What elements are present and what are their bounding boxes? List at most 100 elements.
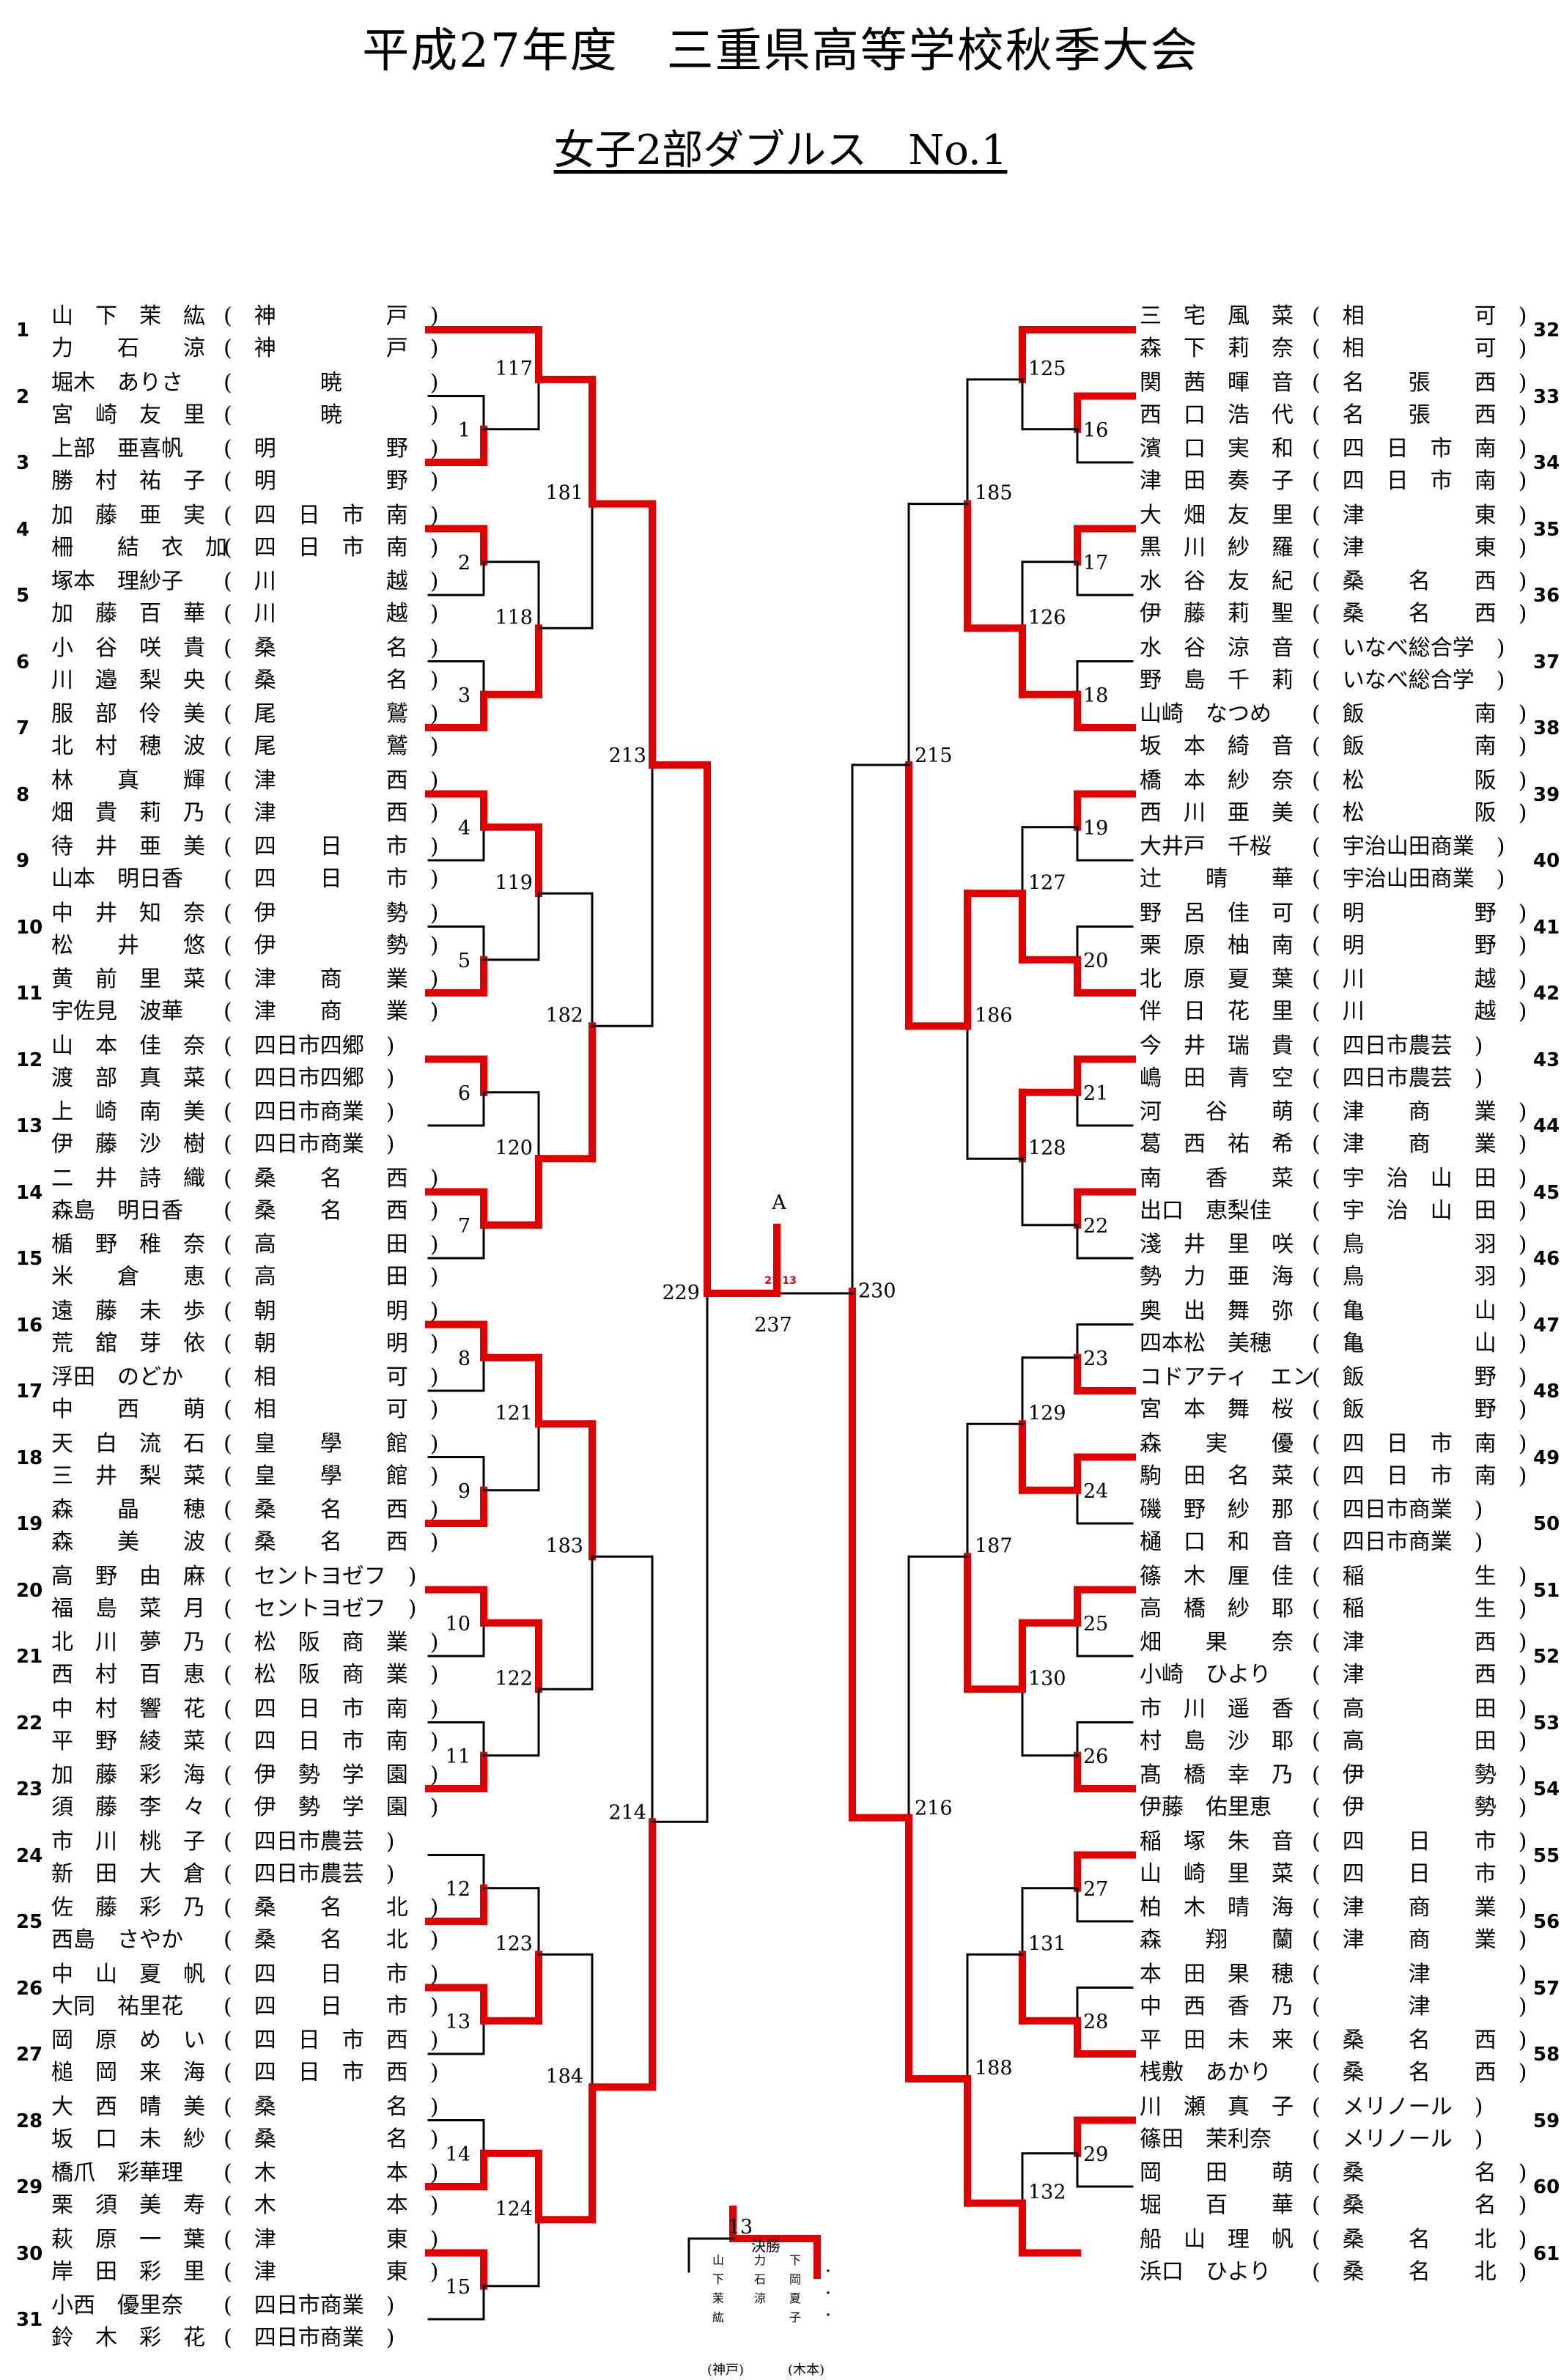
player-name: 篠田 茉利奈 xyxy=(1140,2126,1272,2152)
player-name: 市 川 遥 香 xyxy=(1140,1696,1294,1722)
entry-number: 21 xyxy=(16,1646,43,1668)
player-name: 樋 口 和 音 xyxy=(1140,1529,1294,1555)
player-school: ( 桑 名 北 ) xyxy=(224,1927,439,1953)
match-number: 4 xyxy=(458,817,470,840)
match-number: 131 xyxy=(1028,1932,1066,1955)
legend-dot: ・ xyxy=(822,2308,834,2322)
entry-number: 30 xyxy=(16,2242,43,2265)
entry-number: 17 xyxy=(16,1381,43,1402)
player-school: ( メリノール ) xyxy=(1312,2093,1483,2120)
entry-number: 3 xyxy=(16,452,30,474)
player-school: ( 伊 勢 ) xyxy=(224,932,439,958)
match-number: 128 xyxy=(1028,1137,1066,1159)
player-name: 天 白 流 石 xyxy=(51,1430,205,1457)
entry-number: 24 xyxy=(16,1844,43,1867)
player-name: 野 呂 佳 可 xyxy=(1140,900,1294,926)
player-school: ( 津 ) xyxy=(1312,1961,1527,1987)
player-school: ( 明 野 ) xyxy=(224,436,439,462)
player-school: ( 宇治山田商業 ) xyxy=(1312,866,1505,892)
match-number: 122 xyxy=(495,1667,533,1690)
player-name: 三 宅 風 菜 xyxy=(1140,303,1294,329)
player-name: 中 井 知 奈 xyxy=(51,900,205,926)
player-school: ( 伊 勢 ) xyxy=(224,900,439,926)
player-school: ( 四 日 市 ) xyxy=(1312,1828,1527,1855)
match-number: 188 xyxy=(975,2057,1013,2080)
player-name: 畑 果 奈 xyxy=(1140,1630,1294,1655)
player-name: 辻 晴 華 xyxy=(1140,866,1294,892)
player-school: ( 津 西 ) xyxy=(224,799,439,826)
player-school: ( 四 日 市 南 ) xyxy=(1312,1463,1527,1489)
entry-number: 41 xyxy=(1533,916,1560,939)
player-name: 河 谷 萌 xyxy=(1140,1099,1294,1125)
player-school: ( 飯 野 ) xyxy=(1312,1364,1527,1390)
entry-number: 50 xyxy=(1533,1513,1560,1535)
match-number: 185 xyxy=(975,482,1013,505)
match-number: 2 xyxy=(458,552,470,574)
player-name: 上部 亜喜帆 xyxy=(51,436,183,462)
player-school: ( 四日市商業 ) xyxy=(224,2293,395,2318)
player-school: ( 木 本 ) xyxy=(224,2192,439,2218)
player-school: ( 津 西 ) xyxy=(1312,1630,1527,1655)
player-name: 山 崎 里 菜 xyxy=(1140,1860,1294,1887)
player-school: ( 松 阪 ) xyxy=(1312,799,1527,826)
entry-number: 13 xyxy=(16,1115,43,1137)
match-number: 125 xyxy=(1028,358,1066,380)
player-school: ( 高 田 ) xyxy=(224,1264,439,1290)
legend-score: 13 xyxy=(728,2216,753,2239)
player-school: ( 朝 明 ) xyxy=(224,1330,439,1356)
player-school: ( 川 越 ) xyxy=(224,601,439,627)
player-school: ( 津 商 業 ) xyxy=(1312,1927,1527,1953)
player-name: 堀 百 華 xyxy=(1140,2192,1294,2218)
player-name: 二 井 詩 織 xyxy=(51,1165,205,1191)
player-name: 平 野 綾 菜 xyxy=(51,1728,205,1754)
player-name: 本 田 果 穂 xyxy=(1140,1961,1294,1987)
player-school: ( 皇 學 館 ) xyxy=(224,1430,439,1457)
match-number: 181 xyxy=(545,482,583,505)
match-number: 7 xyxy=(458,1215,470,1238)
entry-number: 19 xyxy=(16,1513,43,1535)
match-number: 20 xyxy=(1083,950,1108,972)
entry-number: 52 xyxy=(1533,1646,1560,1668)
player-name: 森 下 莉 奈 xyxy=(1140,336,1294,361)
legend-char: 紘 xyxy=(712,2310,724,2324)
player-name: 大 西 晴 美 xyxy=(51,2093,205,2120)
player-school: ( 松 阪 商 業 ) xyxy=(224,1630,439,1655)
match-number: 12 xyxy=(446,1878,470,1901)
player-school: ( 相 可 ) xyxy=(224,1397,439,1422)
entry-number: 48 xyxy=(1533,1381,1560,1402)
legend-label: 決勝 xyxy=(751,2237,780,2255)
entry-number: 29 xyxy=(16,2176,43,2198)
match-number: 6 xyxy=(458,1082,470,1105)
player-name: 岸 田 彩 里 xyxy=(51,2258,205,2285)
player-school: ( 飯 野 ) xyxy=(1312,1397,1527,1422)
player-school: ( 津 東 ) xyxy=(224,2258,439,2285)
player-school: ( 四日市農芸 ) xyxy=(224,1828,395,1855)
player-name: 山本 明日香 xyxy=(51,866,183,892)
player-school: ( 宇 治 山 田 ) xyxy=(1312,1197,1527,1224)
entry-number: 37 xyxy=(1533,651,1560,673)
player-school: ( 尾 鷲 ) xyxy=(224,701,439,727)
match-number: 28 xyxy=(1083,2011,1108,2033)
entry-number: 12 xyxy=(16,1049,43,1071)
player-name: 川 邉 梨 央 xyxy=(51,667,205,693)
player-school: ( 稲 生 ) xyxy=(1312,1595,1527,1622)
player-school: ( 暁 ) xyxy=(224,402,439,428)
player-name: 奥 出 舞 弥 xyxy=(1140,1298,1294,1324)
player-name: 柏 木 晴 海 xyxy=(1140,1895,1294,1921)
player-name: 船 山 理 帆 xyxy=(1140,2226,1294,2252)
player-name: 小崎 ひより xyxy=(1140,1662,1272,1688)
player-school: ( 亀 山 ) xyxy=(1312,1298,1527,1324)
player-name: 橋 本 紗 奈 xyxy=(1140,767,1294,794)
player-school: ( 四日市四郷 ) xyxy=(224,1065,395,1091)
entry-number: 54 xyxy=(1533,1778,1560,1800)
legend-char: 山 xyxy=(712,2253,724,2267)
match-number: 15 xyxy=(446,2276,470,2299)
entry-number: 18 xyxy=(16,1446,43,1469)
player-name: 小 谷 咲 貴 xyxy=(51,635,205,661)
match-number: 18 xyxy=(1083,684,1108,707)
player-name: 勢 力 亜 海 xyxy=(1140,1264,1294,1290)
entry-number: 58 xyxy=(1533,2044,1560,2066)
entry-number: 10 xyxy=(16,916,43,939)
player-name: コドアティ エン xyxy=(1140,1364,1315,1390)
